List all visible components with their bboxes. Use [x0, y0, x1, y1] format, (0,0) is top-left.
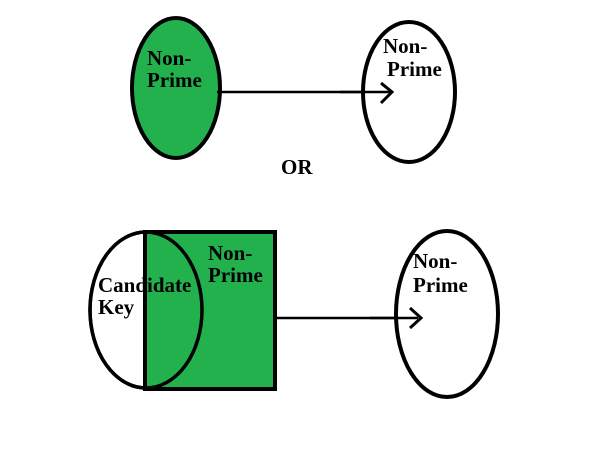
or-separator-label: OR	[281, 155, 313, 179]
top-source-label-line2: Prime	[147, 68, 202, 92]
non-prime-rect	[143, 230, 277, 391]
bottom-arrow-head-icon	[408, 306, 424, 330]
non-prime-rect-label-line2: Prime	[208, 263, 263, 287]
candidate-key-label-line1: Candidate	[98, 273, 191, 297]
non-prime-rect-label-line1: Non-	[208, 241, 252, 265]
bottom-target-label-line2: Prime	[413, 273, 468, 297]
bottom-target-label-line1: Non-	[413, 249, 457, 273]
bottom-target-ellipse	[394, 229, 500, 399]
candidate-key-ellipse-outline	[88, 230, 204, 390]
top-target-label-line2: Prime	[387, 57, 442, 81]
top-source-ellipse	[130, 16, 222, 160]
candidate-key-label-line2: Key	[98, 295, 135, 319]
top-source-label-line1: Non-	[147, 46, 191, 70]
top-target-label-line1: Non-	[383, 34, 427, 58]
top-arrow-head-overlay-icon	[379, 81, 395, 105]
